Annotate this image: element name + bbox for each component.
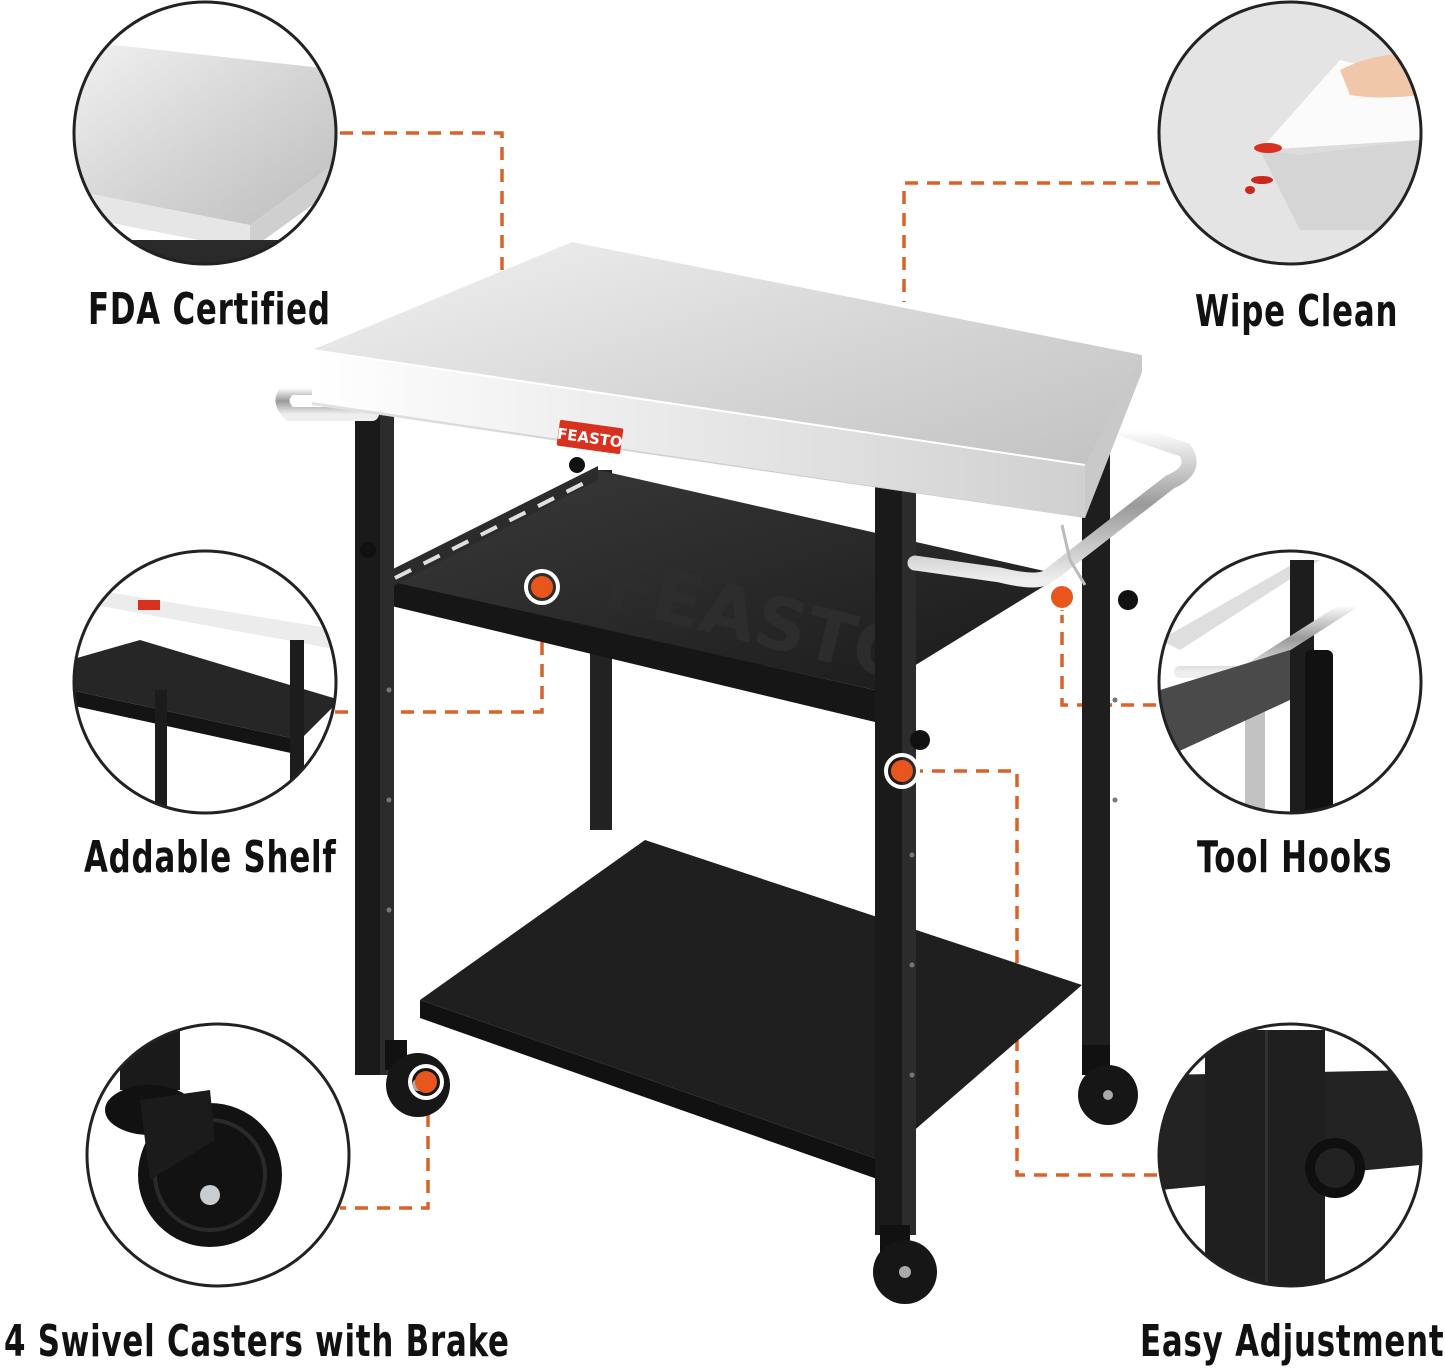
feature-label-tool-hooks: Tool Hooks <box>1197 832 1393 883</box>
feature-label-swivel-casters: 4 Swivel Casters with Brake <box>4 1316 510 1367</box>
detail-circle-casters <box>87 1024 349 1286</box>
detail-circle-adjustment <box>1159 1024 1421 1286</box>
detail-circle-wipe <box>1159 2 1421 264</box>
callout-markers <box>408 569 1080 1100</box>
caster-wheels <box>385 1040 1138 1304</box>
detail-circle-fda <box>74 2 336 264</box>
detail-circle-shelf <box>74 551 336 813</box>
detail-circle-hooks <box>1159 551 1421 813</box>
feature-label-addable-shelf: Addable Shelf <box>84 832 337 883</box>
feature-label-wipe-clean: Wipe Clean <box>1195 286 1399 337</box>
feature-label-fda: FDA Certified <box>88 284 331 335</box>
kitchen-cart: FEASTO FEASTO <box>275 242 1197 1304</box>
feasto-logo: FEASTO <box>556 419 624 455</box>
feature-label-easy-adjustment: Easy Adjustment <box>1140 1316 1445 1367</box>
